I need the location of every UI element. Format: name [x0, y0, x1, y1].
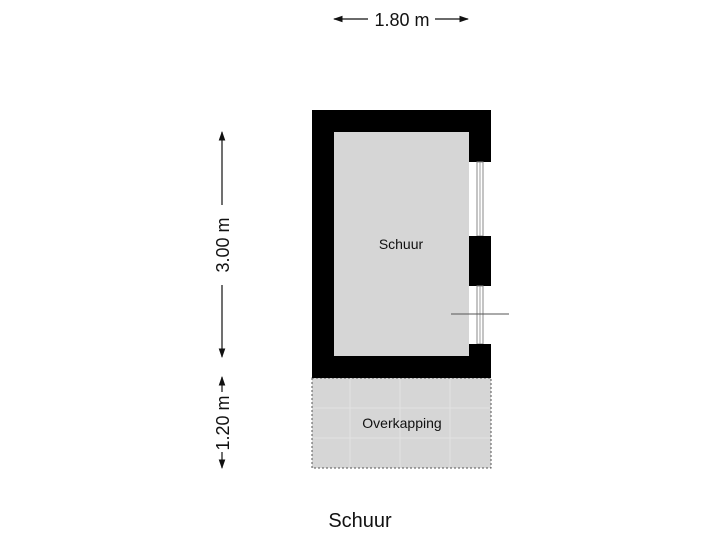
canopy-height-dimension-label: 1.20 m	[213, 395, 233, 450]
canopy-height-dimension: 1.20 m	[213, 376, 233, 469]
room-height-dimension-label: 3.00 m	[213, 217, 233, 272]
wall-pier	[469, 236, 491, 286]
width-dimension: 1.80 m	[333, 10, 469, 30]
plan-title: Schuur	[328, 510, 392, 532]
room-height-dimension: 3.00 m	[213, 131, 233, 358]
width-dimension-label: 1.80 m	[374, 10, 429, 30]
shed-walls	[312, 110, 509, 378]
canopy-area: Overkapping	[311, 377, 492, 469]
shed-floor	[334, 132, 469, 356]
canopy-label: Overkapping	[362, 415, 441, 431]
shed-label: Schuur	[379, 236, 424, 252]
